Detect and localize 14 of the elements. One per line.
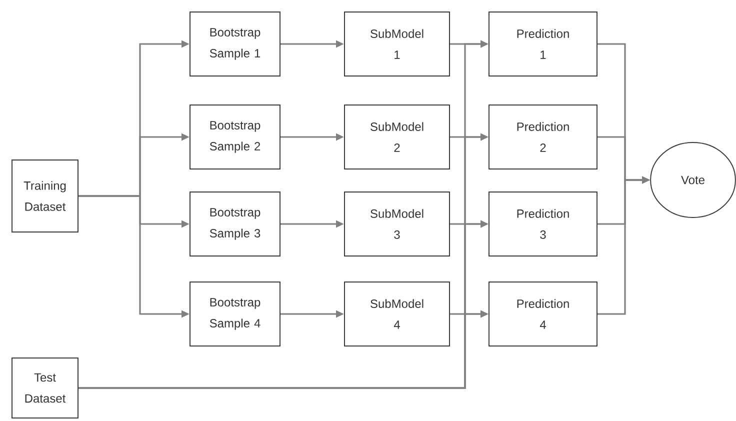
- process-box: Bootstrap Sample 3: [190, 192, 280, 256]
- process-box: Prediction 2: [488, 104, 598, 170]
- process-box: SubModel 1: [344, 12, 450, 76]
- process-box: Prediction 3: [488, 192, 598, 256]
- process-box: Training Dataset: [12, 160, 78, 232]
- process-box: Prediction 1: [488, 12, 598, 76]
- process-box: SubModel 3: [344, 192, 450, 256]
- process-box: Prediction 4: [488, 282, 598, 346]
- process-box: Test Dataset: [12, 358, 78, 418]
- process-box: Bootstrap Sample 2: [190, 104, 280, 170]
- process-box: Bootstrap Sample 1: [190, 12, 280, 76]
- process-box: SubModel 2: [344, 104, 450, 170]
- process-box: Bootstrap Sample 4: [190, 282, 280, 346]
- process-box: SubModel 4: [344, 282, 450, 346]
